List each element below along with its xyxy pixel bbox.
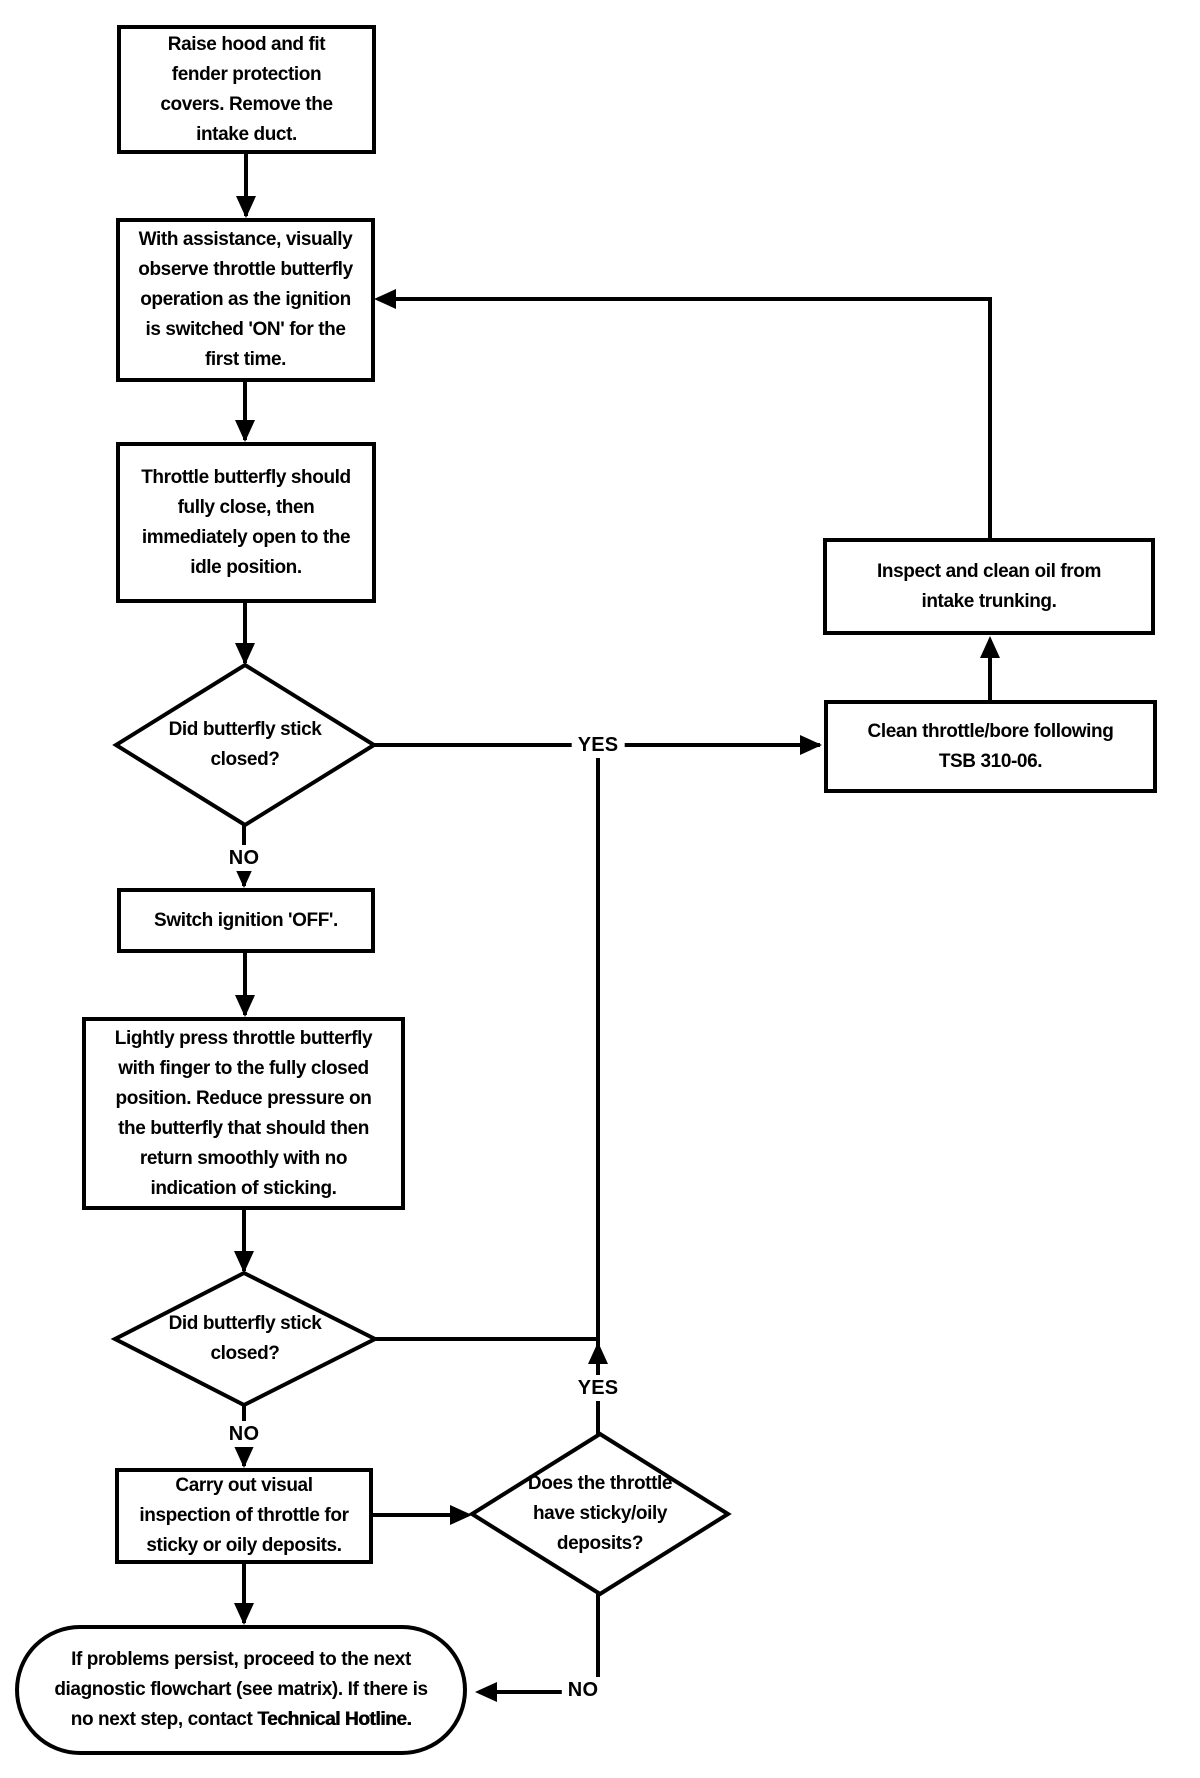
node-clean-throttle-bore: Clean throttle/bore following TSB 310-06…	[824, 700, 1157, 793]
arrowhead-merge-up	[588, 1342, 608, 1364]
decision-did-stick-1-shape	[112, 662, 378, 828]
decision-deposits-text: Does the throttle have sticky/oily depos…	[527, 1473, 673, 1554]
node-butterfly-should-close: Throttle butterfly should fully close, t…	[116, 442, 376, 603]
node-persist-terminator: If problems persist, proceed to the next…	[15, 1625, 467, 1755]
arrowhead-into-clean	[800, 735, 822, 755]
node-inspect-clean-oil: Inspect and clean oil from intake trunki…	[823, 538, 1155, 635]
arrowhead-into-shouldclose	[235, 420, 255, 442]
node-switch-ignition-off: Switch ignition 'OFF'.	[117, 888, 375, 953]
decision-did-stick-2-shape	[110, 1270, 380, 1408]
edge-label-no-didstick1: NO	[222, 845, 266, 871]
arrowhead-into-terminator-top	[234, 1603, 254, 1625]
decision-deposits-shape	[468, 1431, 732, 1597]
node-observe-butterfly: With assistance, visually observe thrott…	[116, 218, 375, 382]
decision-did-stick-2-text: Did butterfly stick closed?	[168, 1313, 322, 1364]
edge-label-yes-deposits: YES	[571, 1375, 625, 1401]
arrowhead-into-terminator-right	[475, 1682, 497, 1702]
decision-did-stick-1-text: Did butterfly stick closed?	[168, 719, 322, 770]
edge-label-no-deposits: NO	[561, 1677, 605, 1703]
arrowhead-into-observe-right	[374, 289, 396, 309]
arrowhead-into-didstick1	[235, 643, 255, 665]
edge-label-yes-merge: YES	[571, 732, 625, 758]
arrowhead-into-inspectclean	[980, 636, 1000, 658]
arrowhead-into-didstick2	[234, 1251, 254, 1273]
node-visual-inspection: Carry out visual inspection of throttle …	[115, 1468, 373, 1564]
edge-inspectclean-to-observe	[378, 297, 992, 538]
arrowhead-into-observe	[236, 196, 256, 218]
edge-label-no-didstick2: NO	[222, 1421, 266, 1447]
arrowhead-into-deposits	[450, 1505, 472, 1525]
arrowhead-into-press	[235, 995, 255, 1017]
node-press-butterfly: Lightly press throttle butterfly with fi…	[82, 1017, 405, 1210]
node-raise-hood: Raise hood and fit fender protection cov…	[117, 25, 376, 154]
terminator-body-text: If problems persist, proceed to the next…	[54, 1649, 428, 1730]
terminator-emphasis-text: Technical Hotline.	[257, 1709, 412, 1730]
terminator-text: If problems persist, proceed to the next…	[54, 1645, 428, 1735]
arrowhead-into-inspection	[234, 1446, 254, 1468]
arrowhead-into-switchoff	[234, 866, 254, 888]
